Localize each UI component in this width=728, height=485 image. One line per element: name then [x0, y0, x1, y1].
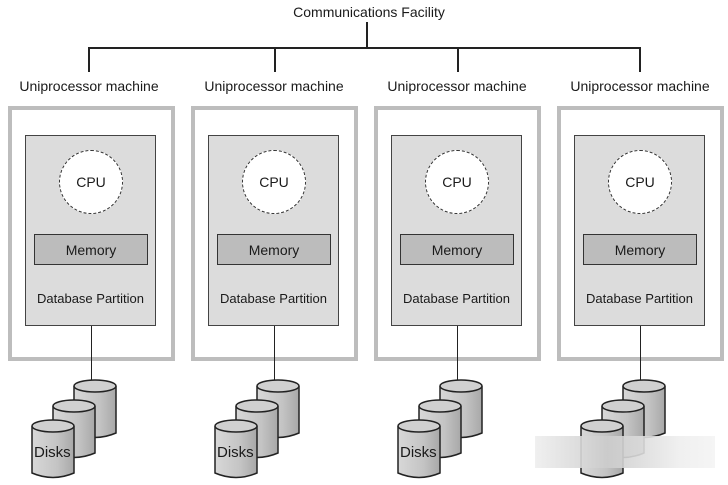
disk-connector [457, 326, 458, 386]
machine-label: Uniprocessor machine [570, 78, 710, 94]
communications-bus [88, 47, 640, 49]
disk-connector [91, 326, 92, 386]
memory-label: Memory [65, 241, 117, 258]
disk-icon [31, 419, 75, 479]
memory-label: Memory [248, 241, 300, 258]
disks-label: Disks [34, 444, 71, 461]
cpu: CPU [242, 150, 306, 214]
memory: Memory [400, 234, 514, 265]
cpu-label: CPU [76, 174, 106, 190]
disk-icon [214, 419, 258, 479]
facility-connector [366, 22, 368, 48]
machine-label: Uniprocessor machine [19, 78, 159, 94]
memory-label: Memory [431, 241, 483, 258]
disks-label: Disks [400, 444, 437, 461]
disk-stack [31, 379, 117, 479]
database-partition-label: Database Partition [586, 291, 693, 306]
machine-label: Uniprocessor machine [204, 78, 344, 94]
watermark-blur [535, 436, 715, 468]
disk-connector [640, 326, 641, 386]
cpu-label: CPU [259, 174, 289, 190]
cpu: CPU [425, 150, 489, 214]
cpu-label: CPU [442, 174, 472, 190]
disk-stack [580, 379, 666, 479]
database-partition-label: Database Partition [220, 291, 327, 306]
bus-drop-1 [88, 47, 90, 72]
memory: Memory [583, 234, 697, 265]
disk-icon [397, 419, 441, 479]
disk-connector [274, 326, 275, 386]
disk-stack [214, 379, 300, 479]
memory: Memory [217, 234, 331, 265]
cpu: CPU [59, 150, 123, 214]
memory: Memory [34, 234, 148, 265]
database-partition-label: Database Partition [403, 291, 510, 306]
bus-drop-4 [639, 47, 641, 72]
communications-facility-label: Communications Facility [293, 4, 445, 20]
cpu: CPU [608, 150, 672, 214]
machine-label: Uniprocessor machine [387, 78, 527, 94]
disk-stack [397, 379, 483, 479]
cpu-label: CPU [625, 174, 655, 190]
database-partition-label: Database Partition [37, 291, 144, 306]
disks-label: Disks [217, 444, 254, 461]
memory-label: Memory [614, 241, 666, 258]
bus-drop-3 [457, 47, 459, 72]
bus-drop-2 [274, 47, 276, 72]
